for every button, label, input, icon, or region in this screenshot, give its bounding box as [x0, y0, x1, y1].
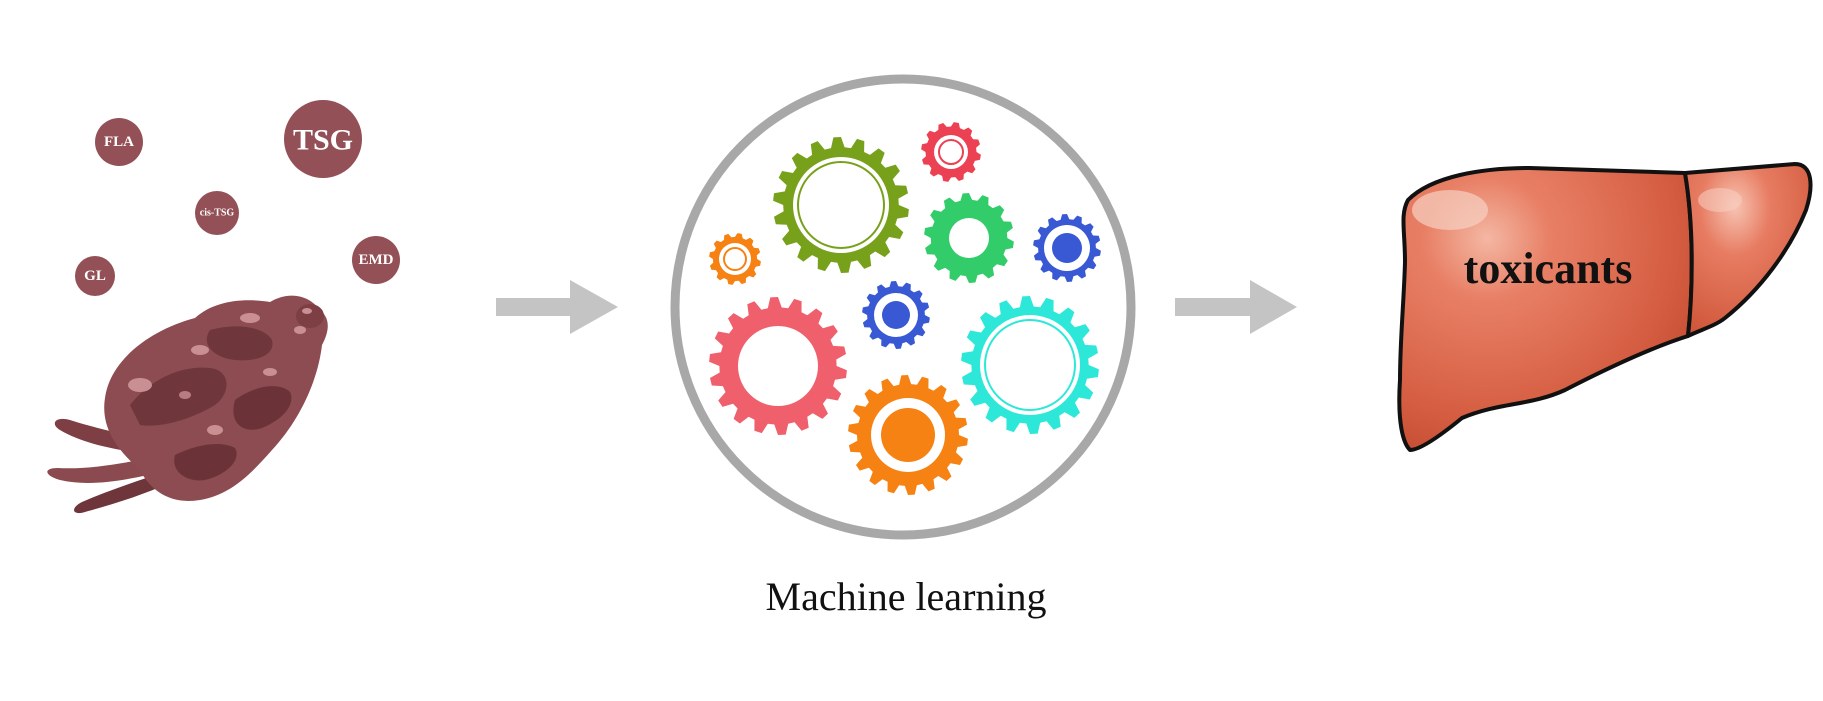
- liver-illustration: toxicants: [1397, 162, 1813, 452]
- gear-small-blue-center-dot: [882, 301, 910, 329]
- gear-teal-inner-ring: [984, 319, 1076, 411]
- gear-teal-hole: [980, 315, 1080, 415]
- gear-blue-center-dot: [1052, 233, 1082, 263]
- gear-red-hole: [738, 326, 818, 406]
- herb-root-illustration: [47, 295, 328, 514]
- flow-arrow-2: [1175, 280, 1297, 334]
- compound-label-fla: FLA: [104, 134, 134, 150]
- gear-small-red-inner-ring: [938, 139, 964, 165]
- compound-bubble-tsg: TSG: [284, 100, 362, 178]
- gear-green-inner-ring: [797, 161, 885, 249]
- gear-orange-center-dot: [881, 408, 935, 462]
- machine-learning-label: Machine learning: [766, 574, 1047, 619]
- compound-label-emd: EMD: [359, 252, 394, 268]
- compound-label-cis-tsg: cis-TSG: [200, 208, 235, 219]
- machine-learning-icon: [670, 74, 1136, 540]
- flow-arrow-1: [496, 280, 618, 334]
- compound-bubble-gl: GL: [75, 256, 115, 296]
- compound-bubble-fla: FLA: [95, 118, 143, 166]
- gear-light-green-hole: [949, 218, 989, 258]
- gear-small-orange-inner-ring: [723, 247, 747, 271]
- gear-green-hole: [793, 157, 889, 253]
- gear-cluster: [709, 122, 1101, 495]
- compound-label-tsg: TSG: [293, 124, 353, 157]
- liver-label: toxicants: [1464, 244, 1633, 293]
- compound-bubble-emd: EMD: [352, 236, 400, 284]
- compound-bubble-cis-tsg: cis-TSG: [195, 191, 239, 235]
- compound-label-gl: GL: [84, 268, 106, 284]
